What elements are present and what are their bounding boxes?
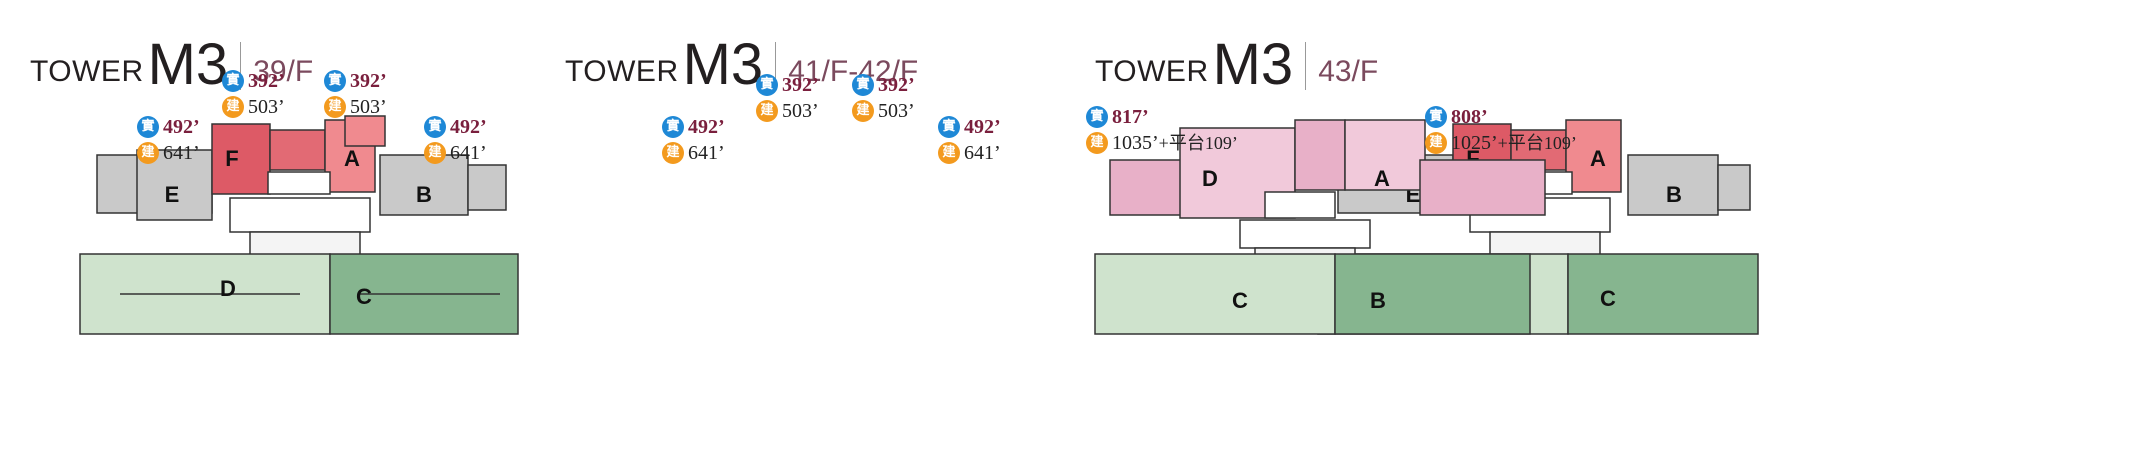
floor-label: 39/F [253, 55, 314, 88]
gross-badge: 建 [1425, 132, 1447, 154]
tower-code: M3 [147, 32, 229, 97]
saleable-badge: 實 [137, 116, 159, 138]
tower-word: TOWER [1095, 55, 1209, 88]
gross-badge: 建 [222, 96, 244, 118]
saleable-badge: 實 [662, 116, 684, 138]
gross-badge: 建 [1086, 132, 1108, 154]
gross-area: 1035’ [1112, 132, 1159, 154]
unit-label: C [1600, 286, 1616, 311]
gross-area: 503’ [248, 96, 285, 118]
saleable-area: 492’ [450, 116, 487, 138]
gross-badge: 建 [852, 100, 874, 122]
unit-label: A [344, 146, 360, 171]
gross-badge: 建 [324, 96, 346, 118]
terrace-area: +平台109’ [1497, 133, 1577, 153]
unit-label: D [220, 276, 236, 301]
gross-badge: 建 [756, 100, 778, 122]
saleable-area: 392’ [878, 74, 915, 96]
gross-area: 641’ [450, 142, 487, 164]
saleable-badge: 實 [756, 74, 778, 96]
gross-area: 503’ [350, 96, 387, 118]
lift-core [229, 197, 371, 233]
gross-area: 641’ [163, 142, 200, 164]
saleable-badge: 實 [1086, 106, 1108, 128]
tower-word: TOWER [565, 55, 679, 88]
saleable-area: 817’ [1112, 106, 1149, 128]
gross-badge: 建 [938, 142, 960, 164]
floor-label: 43/F [1318, 55, 1379, 88]
unit-label: F [225, 146, 238, 171]
tower-code: M3 [1212, 32, 1294, 97]
gross-area: 641’ [688, 142, 725, 164]
gross-area: 1025’ [1451, 132, 1498, 154]
panel-title: TOWER M3 43/F [1095, 36, 1378, 94]
gross-area: 641’ [964, 142, 1001, 164]
gross-badge: 建 [137, 142, 159, 164]
saleable-area: 392’ [248, 70, 285, 92]
unit-b-wing [467, 164, 507, 211]
tower-word: TOWER [30, 55, 144, 88]
unit-label: B [1666, 182, 1682, 207]
panel-title: TOWER M3 41/F-42/F [565, 36, 918, 94]
terrace-area: +平台109’ [1158, 133, 1238, 153]
core-lobby [267, 171, 331, 195]
saleable-area: 492’ [964, 116, 1001, 138]
panel-title: TOWER M3 39/F [30, 36, 313, 94]
title-divider [240, 42, 242, 90]
saleable-badge: 實 [324, 70, 346, 92]
saleable-badge: 實 [424, 116, 446, 138]
saleable-area: 392’ [350, 70, 387, 92]
saleable-area: 808’ [1451, 106, 1488, 128]
saleable-badge: 實 [938, 116, 960, 138]
gross-area: 503’ [782, 100, 819, 122]
unit-label: B [416, 182, 432, 207]
unit-label: C [1232, 288, 1248, 313]
saleable-badge: 實 [852, 74, 874, 96]
unit-label: C [356, 284, 372, 309]
unit-label: A [1590, 146, 1606, 171]
gross-badge: 建 [662, 142, 684, 164]
title-divider [1305, 42, 1307, 90]
gross-area: 503’ [878, 100, 915, 122]
gross-badge: 建 [424, 142, 446, 164]
unit-label: D [1202, 166, 1218, 191]
unit-label: E [165, 182, 180, 207]
saleable-badge: 實 [222, 70, 244, 92]
floor-plan-diagram: D A C B [1094, 119, 1546, 335]
saleable-area: 392’ [782, 74, 819, 96]
saleable-badge: 實 [1425, 106, 1447, 128]
unit-label: B [1370, 288, 1386, 313]
unit-label: A [1374, 166, 1390, 191]
tower-code: M3 [682, 32, 764, 97]
title-divider [775, 42, 777, 90]
saleable-area: 492’ [163, 116, 200, 138]
saleable-area: 492’ [688, 116, 725, 138]
unit-f-room [269, 129, 326, 171]
unit-a-room [344, 115, 386, 147]
